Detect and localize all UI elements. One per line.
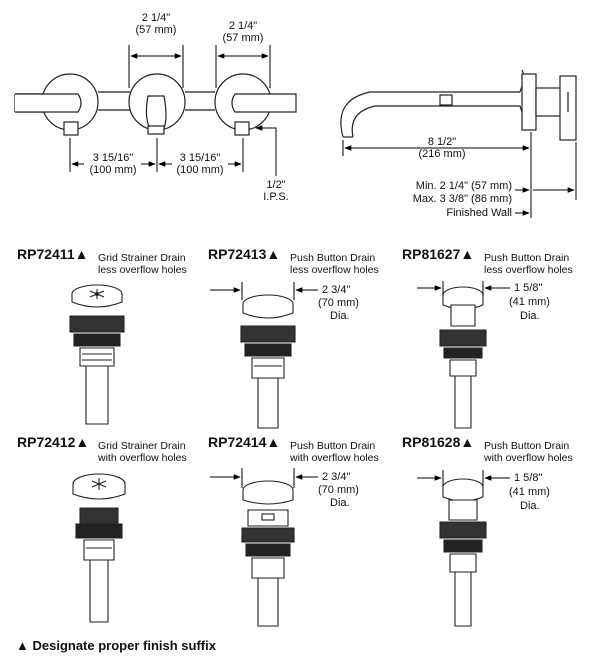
drain-desc-line2: with overflow holes (290, 452, 379, 464)
drain-desc-line2: with overflow holes (98, 452, 187, 464)
spacing-a-inches: 2 1/4" (141, 12, 171, 24)
centers-right-inches: 3 15/16" (179, 152, 221, 164)
drain-dim-inches: 1 5/8" (514, 282, 543, 294)
part-number-rp81627: RP81627▲ (402, 246, 475, 262)
part-number-rp72411: RP72411▲ (17, 246, 89, 262)
part-number-rp72412: RP72412▲ (17, 434, 90, 450)
drain-dim-dia: Dia. (330, 497, 350, 509)
drain-desc-line1: Push Button Drain (484, 252, 570, 264)
drain-desc-line2: with overflow holes (484, 452, 573, 464)
finished-wall: Finished Wall (446, 207, 512, 219)
ips-label: I.P.S. (263, 191, 289, 203)
drain-desc-line1: Push Button Drain (290, 252, 376, 264)
part-number-rp72414: RP72414▲ (208, 434, 281, 450)
spout-reach-inches: 8 1/2" (427, 136, 457, 148)
drain-pushbutton-less-overflow (240, 294, 296, 429)
drain-desc-line1: Push Button Drain (484, 440, 570, 452)
footnote: ▲ Designate proper finish suffix (16, 638, 216, 653)
drain-grid-less-overflow (69, 284, 125, 425)
drain-grid-with-overflow (72, 473, 126, 623)
spacing-a-mm: (57 mm) (135, 24, 177, 36)
drain-dim-mm: (41 mm) (509, 486, 550, 498)
centers-right-mm: (100 mm) (176, 164, 224, 176)
wall-max: Max. 3 3/8" (86 mm) (412, 193, 512, 205)
drain-desc-line1: Grid Strainer Drain (98, 440, 186, 452)
drain-pushbutton-with-overflow (241, 480, 295, 627)
drain-pushbutton-small-less-overflow (439, 286, 487, 429)
drain-dim-mm: (70 mm) (318, 484, 359, 496)
drain-dim-inches: 1 5/8" (514, 472, 543, 484)
drain-desc-line1: Push Button Drain (290, 440, 376, 452)
part-number-rp81628: RP81628▲ (402, 434, 475, 450)
drain-dim-inches: 2 3/4" (322, 284, 351, 296)
spacing-b-mm: (57 mm) (222, 32, 264, 44)
drain-desc-line2: less overflow holes (98, 264, 187, 276)
drain-dimension-arrows (210, 281, 510, 488)
wall-min: Min. 2 1/4" (57 mm) (415, 180, 512, 192)
drain-dim-inches: 2 3/4" (322, 471, 351, 483)
dimension-lines-front (69, 45, 277, 176)
faucet-front-view (14, 73, 297, 136)
drain-dim-dia: Dia. (330, 310, 350, 322)
centers-left-mm: (100 mm) (89, 164, 137, 176)
drain-dim-mm: (41 mm) (509, 296, 550, 308)
centers-left-inches: 3 15/16" (92, 152, 134, 164)
ips-size: 1/2" (266, 179, 286, 191)
part-number-rp72413: RP72413▲ (208, 246, 281, 262)
dimension-lines-side (342, 132, 577, 218)
drain-pushbutton-small-with-overflow (439, 478, 487, 627)
drain-dim-mm: (70 mm) (318, 297, 359, 309)
drain-dim-dia: Dia. (520, 500, 540, 512)
spacing-b-inches: 2 1/4" (228, 20, 258, 32)
drain-desc-line1: Grid Strainer Drain (98, 252, 186, 264)
drain-dim-dia: Dia. (520, 310, 540, 322)
drain-desc-line2: less overflow holes (290, 264, 379, 276)
faucet-side-view (340, 69, 577, 141)
drain-desc-line2: less overflow holes (484, 264, 573, 276)
spout-reach-mm: (216 mm) (418, 148, 466, 160)
